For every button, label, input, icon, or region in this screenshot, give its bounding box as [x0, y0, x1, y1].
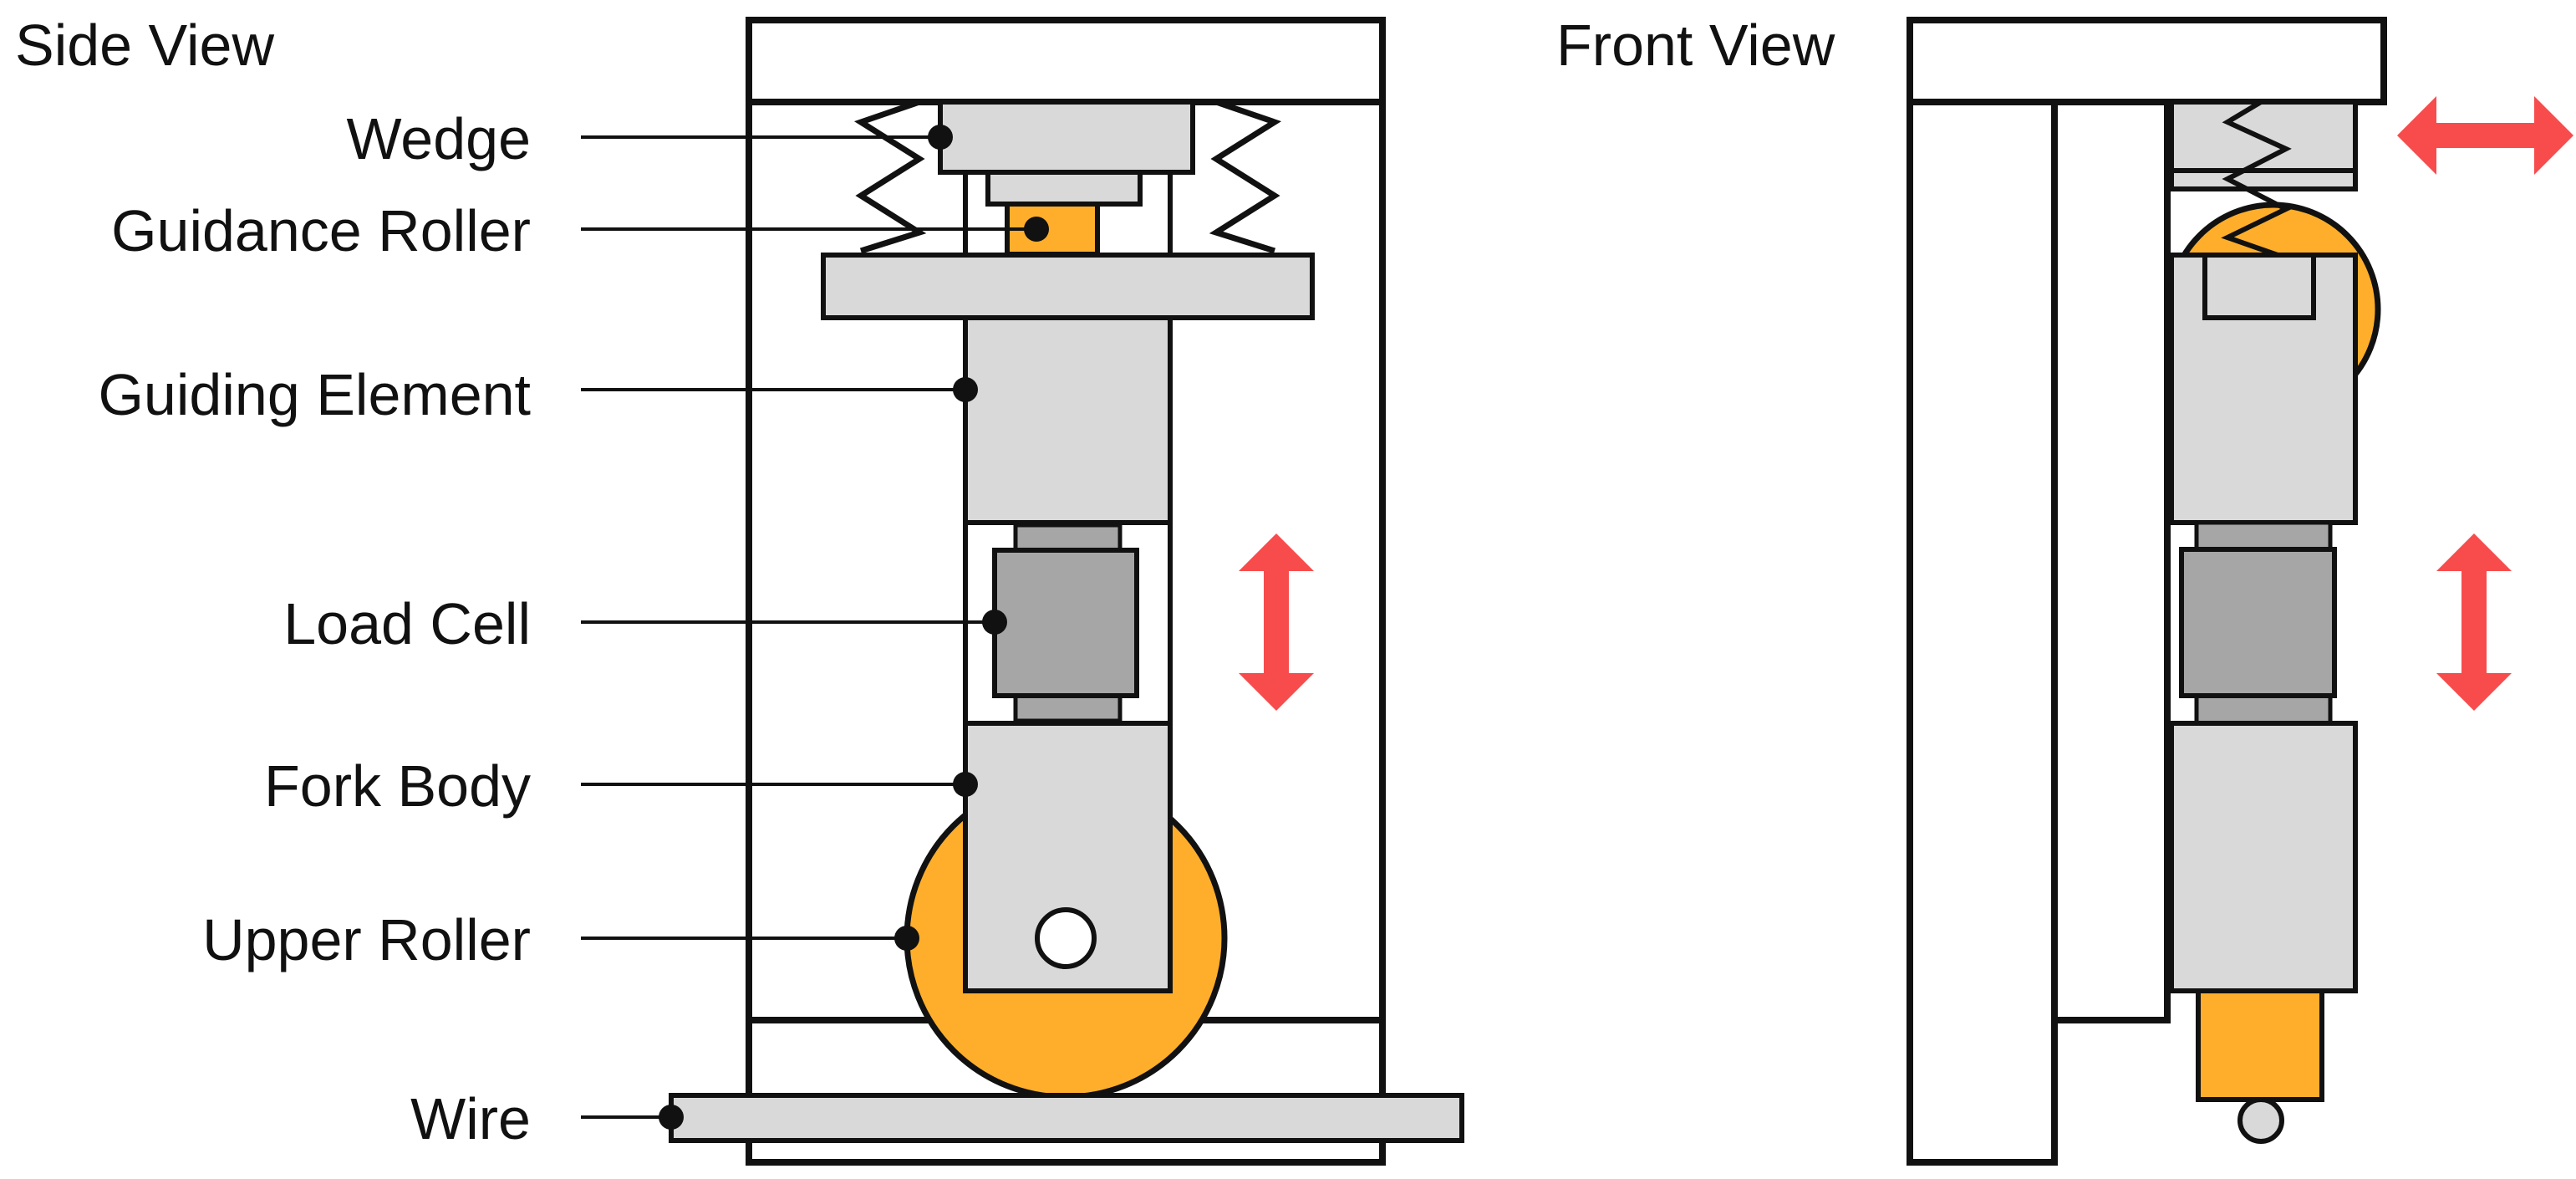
front-frame-plate: [2051, 99, 2171, 1023]
front-view-title: Front View: [1556, 13, 1835, 78]
side-guide-plate: [821, 253, 1315, 320]
leader-dot-fork-body: [953, 772, 978, 797]
label-load-cell: Load Cell: [283, 591, 531, 656]
side-load-cell: [992, 548, 1139, 698]
leader-dot-wedge: [928, 125, 953, 150]
label-fork-body: Fork Body: [264, 753, 531, 819]
leader-dot-upper-roller: [894, 926, 919, 951]
front-upper-roller: [2196, 988, 2324, 1102]
leader-dot-guiding-element: [953, 377, 978, 402]
side-vertical-arrow: [1239, 533, 1314, 711]
front-horizontal-arrow: [2397, 96, 2573, 175]
leader-dot-guidance-roller: [1024, 217, 1049, 242]
front-load-cell-stem-bottom: [2194, 693, 2333, 726]
leader-dot-wire: [659, 1105, 684, 1130]
front-load-cell: [2179, 547, 2337, 698]
front-wedge-tip: [2169, 168, 2358, 191]
leader-dot-load-cell: [982, 610, 1007, 635]
front-wire-section: [2237, 1097, 2284, 1144]
label-upper-roller: Upper Roller: [202, 907, 531, 972]
side-wedge: [938, 100, 1195, 175]
side-spring-right: [1209, 99, 1282, 254]
side-view: Side View Wedge: [15, 13, 1464, 1166]
side-guiding-element: [963, 315, 1173, 525]
side-roller-axle: [1035, 907, 1097, 969]
label-wedge: Wedge: [346, 106, 531, 171]
side-load-cell-stem-top: [1013, 523, 1123, 553]
label-guiding-element: Guiding Element: [98, 362, 531, 427]
side-load-cell-stem-bottom: [1013, 693, 1123, 723]
front-view: Front View: [1556, 13, 2573, 1166]
front-frame-post: [1907, 99, 2058, 1166]
front-fork-body: [2169, 721, 2358, 993]
front-frame-top: [1907, 17, 2387, 105]
label-wire: Wire: [410, 1086, 531, 1151]
front-spring: [2221, 100, 2292, 258]
front-load-cell-stem-top: [2194, 520, 2333, 552]
side-wedge-tip: [985, 170, 1143, 207]
side-spring-left: [853, 99, 927, 254]
side-wire: [669, 1093, 1464, 1143]
label-guidance-roller: Guidance Roller: [111, 198, 531, 263]
front-vertical-arrow: [2436, 533, 2512, 711]
front-guide-notch: [2202, 253, 2316, 320]
side-view-title: Side View: [15, 13, 274, 78]
